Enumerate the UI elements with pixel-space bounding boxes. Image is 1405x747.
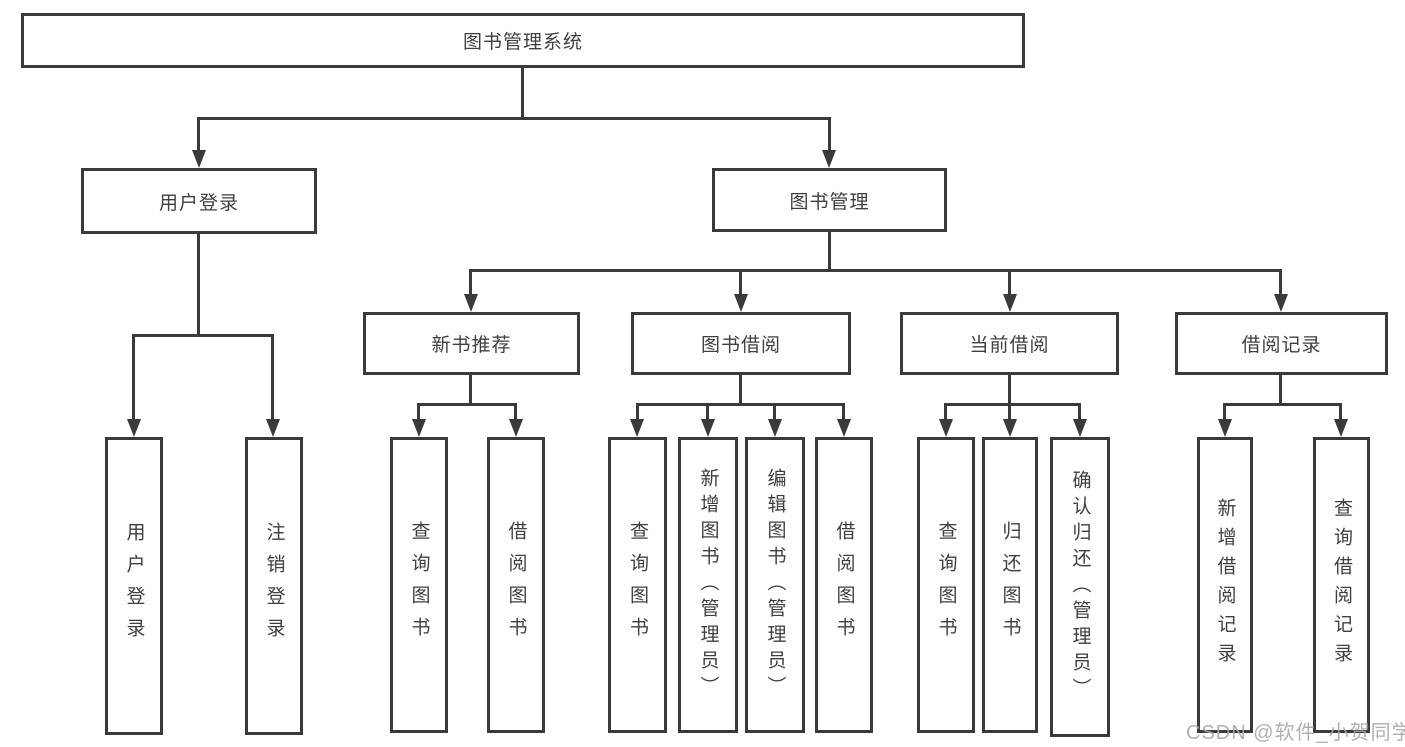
arrowhead-down-icon bbox=[464, 294, 478, 312]
node-new-book-recommend: 新书推荐 bbox=[363, 312, 580, 375]
leaf-borrow-books-recommend-label: 借阅图书 bbox=[505, 521, 527, 649]
node-new-book-recommend-label: 新书推荐 bbox=[431, 335, 512, 356]
arrowhead-down-icon bbox=[1274, 294, 1288, 312]
connector-line bbox=[1078, 403, 1081, 421]
leaf-add-books-admin-label: 新增图书（管理员） bbox=[697, 468, 719, 702]
arrowhead-down-icon bbox=[1003, 419, 1017, 437]
watermark: CSDN @软件_小贺同学 bbox=[1186, 722, 1405, 744]
connector-line bbox=[739, 269, 742, 297]
leaf-query-books-borrow-label: 查询图书 bbox=[627, 521, 648, 649]
leaf-return-books-label: 归还图书 bbox=[999, 521, 1021, 649]
connector-line bbox=[1008, 375, 1011, 406]
leaf-query-books-recommend: 查询图书 bbox=[390, 437, 448, 733]
arrowhead-down-icon bbox=[1073, 419, 1087, 437]
connector-line bbox=[842, 403, 845, 421]
leaf-query-borrow-record: 查询借阅记录 bbox=[1313, 437, 1370, 733]
arrowhead-down-icon bbox=[768, 419, 782, 437]
leaf-borrow-books-recommend: 借阅图书 bbox=[487, 437, 545, 733]
connector-line bbox=[132, 334, 135, 420]
leaf-add-books-admin: 新增图书（管理员） bbox=[678, 437, 738, 733]
arrowhead-down-icon bbox=[837, 419, 851, 437]
arrowhead-down-icon bbox=[1003, 294, 1017, 312]
arrowhead-down-icon bbox=[939, 419, 953, 437]
node-user-login: 用户登录 bbox=[81, 168, 317, 234]
connector-line bbox=[773, 403, 776, 421]
leaf-add-borrow-record-label: 新增借阅记录 bbox=[1214, 498, 1236, 672]
node-user-login-label: 用户登录 bbox=[158, 192, 239, 214]
node-book-borrow-label: 图书借阅 bbox=[700, 335, 781, 356]
connector-line bbox=[706, 403, 709, 421]
connector-line bbox=[828, 117, 831, 153]
arrowhead-down-icon bbox=[734, 294, 748, 312]
connector-line bbox=[469, 375, 472, 406]
connector-line bbox=[828, 232, 831, 272]
leaf-confirm-return-admin: 确认归还（管理员） bbox=[1050, 437, 1110, 737]
node-root: 图书管理系统 bbox=[21, 13, 1025, 68]
connector-line bbox=[1279, 375, 1282, 406]
node-book-management: 图书管理 bbox=[712, 168, 947, 232]
leaf-user-login: 用户登录 bbox=[105, 437, 163, 735]
connector-line bbox=[514, 403, 517, 421]
leaf-logout-label: 注销登录 bbox=[263, 522, 285, 650]
arrowhead-down-icon bbox=[127, 419, 141, 437]
arrowhead-down-icon bbox=[822, 150, 836, 168]
connector-line bbox=[1008, 269, 1011, 297]
leaf-logout: 注销登录 bbox=[245, 437, 303, 735]
node-book-borrow: 图书借阅 bbox=[631, 312, 851, 375]
node-borrow-records-label: 借阅记录 bbox=[1241, 335, 1322, 356]
connector-line bbox=[636, 403, 845, 406]
connector-line bbox=[197, 117, 200, 153]
leaf-query-books-recommend-label: 查询图书 bbox=[408, 521, 430, 649]
arrowhead-down-icon bbox=[509, 419, 523, 437]
connector-line bbox=[1339, 403, 1342, 421]
connector-line bbox=[469, 269, 472, 297]
node-root-label: 图书管理系统 bbox=[462, 32, 583, 53]
leaf-query-books-borrow: 查询图书 bbox=[608, 437, 667, 733]
arrowhead-down-icon bbox=[630, 419, 644, 437]
arrowhead-down-icon bbox=[266, 419, 280, 437]
leaf-query-books-current-label: 查询图书 bbox=[935, 521, 957, 649]
node-current-borrow: 当前借阅 bbox=[900, 312, 1119, 375]
connector-line bbox=[417, 403, 420, 421]
connector-line bbox=[1279, 269, 1282, 297]
connector-line bbox=[469, 269, 1282, 272]
leaf-borrow-books: 借阅图书 bbox=[815, 437, 873, 733]
arrowhead-down-icon bbox=[1218, 419, 1232, 437]
leaf-borrow-books-label: 借阅图书 bbox=[833, 521, 855, 649]
node-current-borrow-label: 当前借阅 bbox=[969, 335, 1050, 356]
arrowhead-down-icon bbox=[701, 419, 715, 437]
connector-line bbox=[944, 403, 1081, 406]
arrowhead-down-icon bbox=[1334, 419, 1348, 437]
connector-line bbox=[197, 117, 831, 120]
arrowhead-down-icon bbox=[412, 419, 426, 437]
node-book-management-label: 图书管理 bbox=[789, 191, 870, 213]
connector-line bbox=[271, 334, 274, 420]
connector-line bbox=[417, 403, 517, 406]
leaf-edit-books-admin: 编辑图书（管理员） bbox=[745, 437, 805, 733]
connector-line bbox=[521, 68, 524, 118]
leaf-return-books: 归还图书 bbox=[982, 437, 1038, 733]
leaf-add-borrow-record: 新增借阅记录 bbox=[1197, 437, 1253, 733]
leaf-user-login-label: 用户登录 bbox=[123, 522, 145, 650]
connector-line bbox=[739, 375, 742, 406]
connector-line bbox=[1008, 403, 1011, 421]
connector-line bbox=[197, 234, 200, 336]
connector-line bbox=[132, 334, 274, 337]
arrowhead-down-icon bbox=[192, 150, 206, 168]
connector-line bbox=[944, 403, 947, 421]
leaf-edit-books-admin-label: 编辑图书（管理员） bbox=[764, 468, 786, 702]
node-borrow-records: 借阅记录 bbox=[1175, 312, 1388, 375]
connector-line bbox=[636, 403, 639, 421]
leaf-confirm-return-admin-label: 确认归还（管理员） bbox=[1069, 470, 1091, 704]
leaf-query-books-current: 查询图书 bbox=[917, 437, 975, 733]
leaf-query-borrow-record-label: 查询借阅记录 bbox=[1331, 498, 1352, 672]
connector-line bbox=[1223, 403, 1342, 406]
connector-line bbox=[1223, 403, 1226, 421]
